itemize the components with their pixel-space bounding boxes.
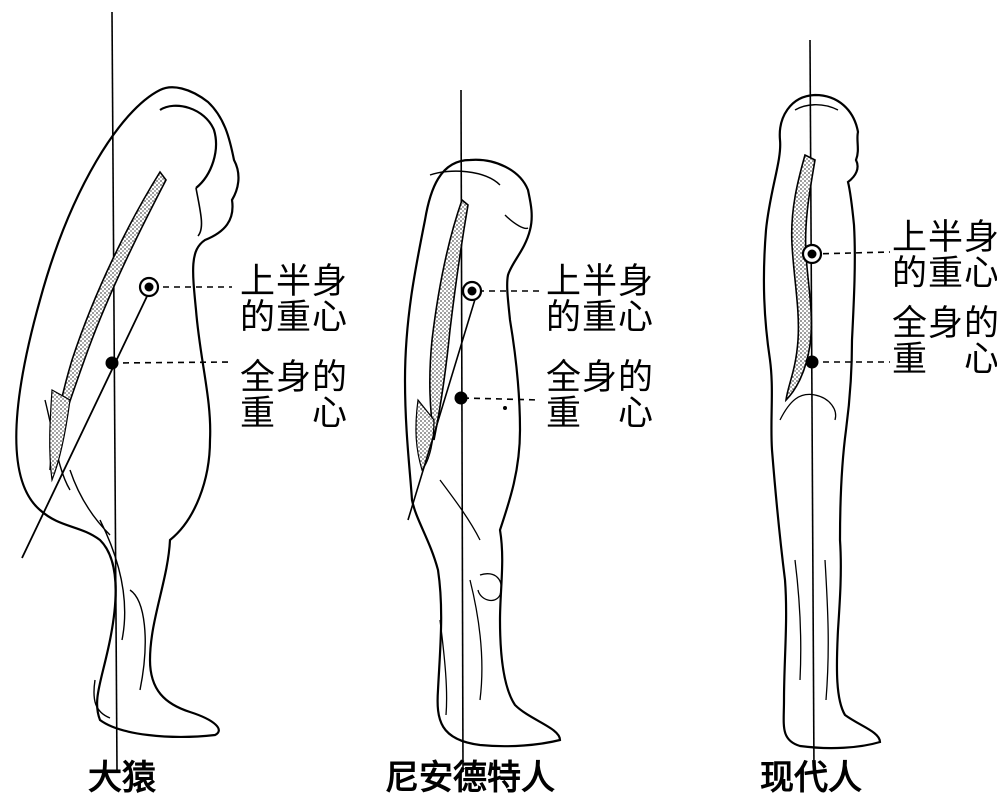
- ape-caption: 大猿: [88, 758, 156, 798]
- neanderthal-whole-label-line2: 重 心: [546, 394, 654, 434]
- ape-whole-body-center: [106, 357, 119, 370]
- neanderthal-figure: [405, 90, 560, 772]
- ape-figure: [16, 12, 238, 770]
- modern-whole-body-center: [806, 356, 819, 369]
- modern-whole-label-line1: 全身的: [892, 304, 997, 344]
- neanderthal-caption: 尼安德特人: [385, 758, 555, 798]
- ape-whole-label-line2: 重 心: [240, 394, 348, 434]
- ape-upper-label-line2: 的重心: [240, 298, 348, 338]
- neanderthal-whole-label-line1: 全身的: [546, 358, 654, 398]
- modern-upper-label-line1: 上半身: [892, 218, 997, 258]
- modern-vertical-line: [810, 40, 814, 772]
- modern-whole-label-line2: 重 心: [892, 340, 997, 380]
- ape-vertical-line: [112, 12, 117, 770]
- ape-whole-label-line1: 全身的: [240, 358, 348, 398]
- neanderthal-whole-body-center: [455, 392, 468, 405]
- neanderthal-vertical-line: [461, 90, 463, 772]
- modern-body-outline: [764, 95, 880, 748]
- neanderthal-upper-label-line1: 上半身: [546, 262, 654, 302]
- modern-human-figure: [764, 40, 890, 772]
- ape-body-outline: [16, 87, 238, 737]
- neanderthal-upper-label-line2: 的重心: [546, 298, 654, 338]
- ape-upper-label-line1: 上半身: [240, 262, 348, 302]
- modern-upper-label-line2: 的重心: [892, 254, 997, 294]
- modern-human-caption: 现代人: [760, 758, 862, 798]
